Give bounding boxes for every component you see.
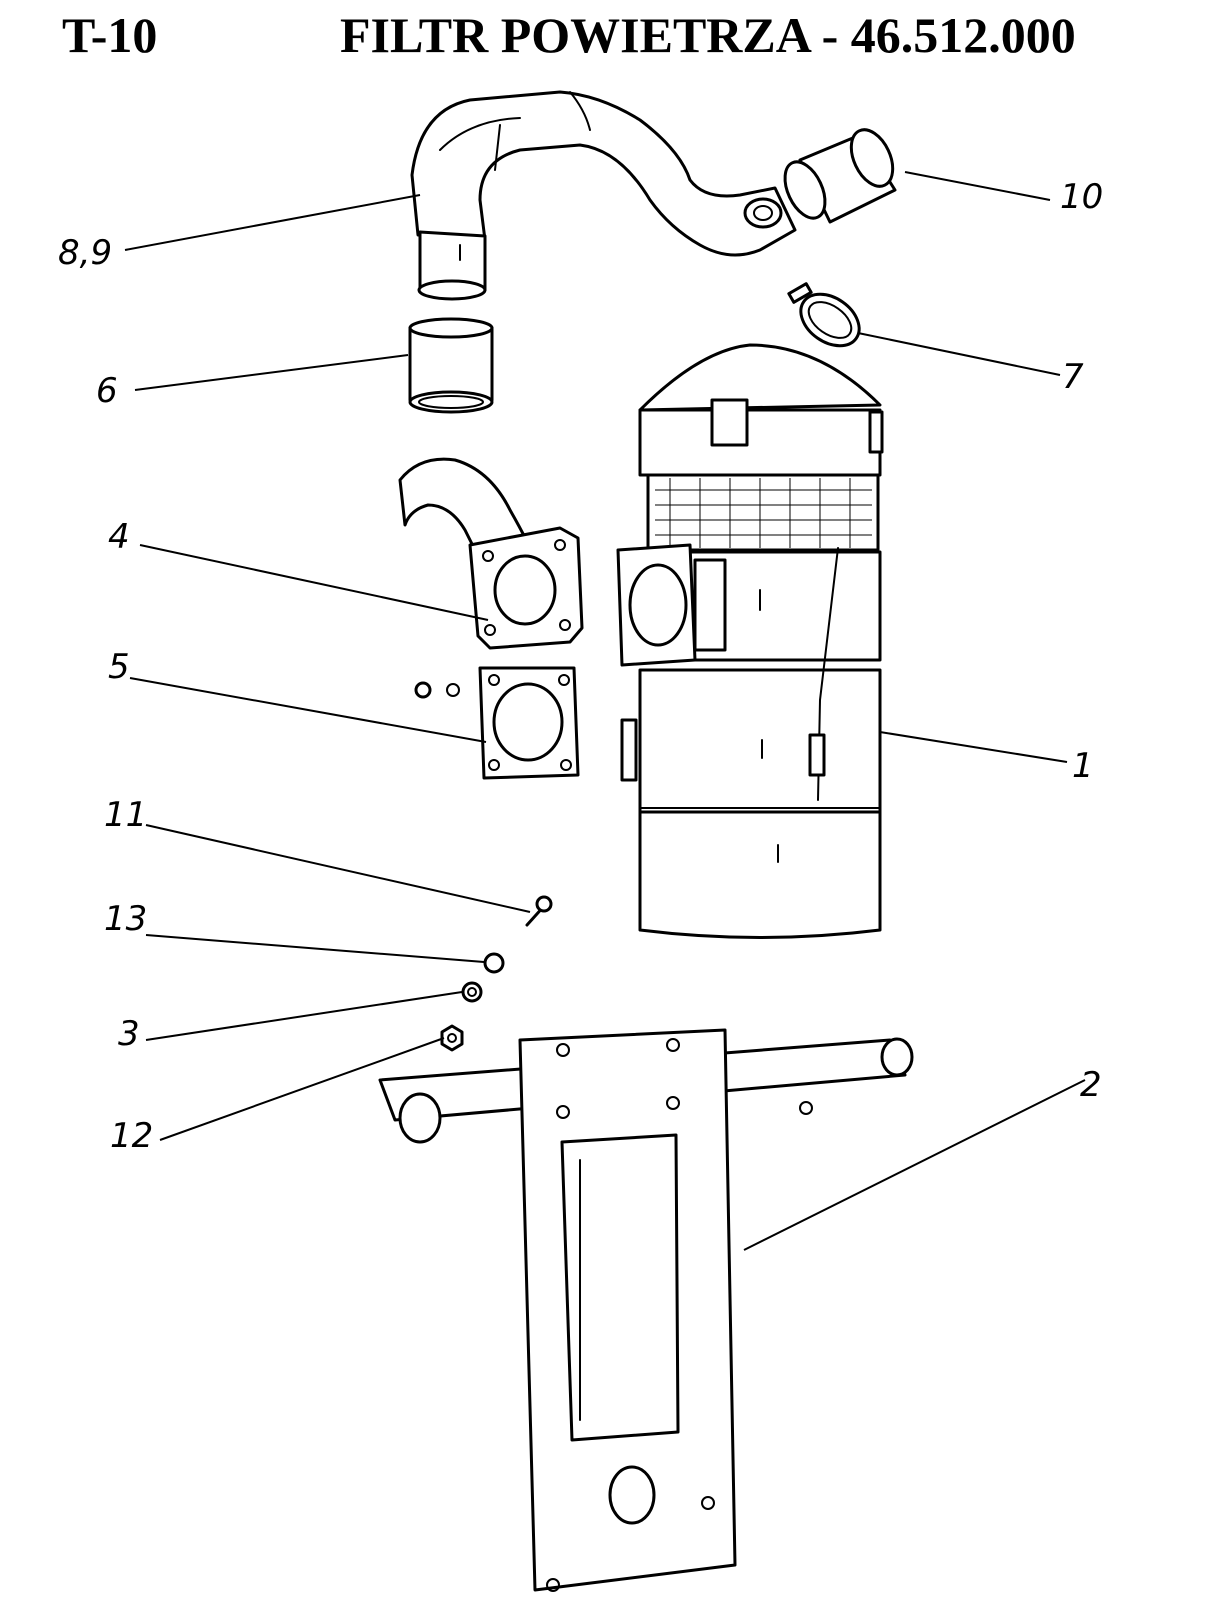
callout-4: 4: [108, 517, 130, 557]
part-mounting-bracket: [378, 1028, 914, 1592]
part-flat-washer: [461, 981, 483, 1003]
callout-13: 13: [104, 899, 147, 939]
part-filter-body: [616, 343, 884, 939]
part-connector-sleeve: [408, 317, 494, 414]
callout-10: 10: [1060, 177, 1103, 217]
page-code: T-10: [62, 7, 158, 63]
callout-1: 1: [1072, 746, 1094, 786]
part-rubber-sleeve: [783, 128, 897, 224]
part-gasket: [414, 666, 580, 780]
part-intake-pipe: [410, 90, 797, 301]
callout-3: 3: [118, 1014, 140, 1054]
part-bolt: [525, 895, 553, 927]
leader-lines: [124, 171, 1086, 1251]
callout-7: 7: [1062, 357, 1084, 397]
callout-5: 5: [108, 647, 130, 687]
callout-2: 2: [1080, 1065, 1102, 1105]
callout-11: 11: [104, 795, 147, 835]
part-nut: [440, 1024, 464, 1052]
callout-8-9: 8,9: [58, 233, 112, 273]
part-hose-clamp: [787, 282, 861, 348]
part-elbow-flange: [398, 457, 584, 650]
callout-6: 6: [96, 371, 118, 411]
callout-numbers: 8,9 10 6 7 4 5 1 11 13 3 12 2: [58, 177, 1103, 1156]
page-title: FILTR POWIETRZA - 46.512.000: [340, 7, 1076, 63]
callout-12: 12: [110, 1116, 153, 1156]
part-spring-washer: [483, 952, 505, 974]
